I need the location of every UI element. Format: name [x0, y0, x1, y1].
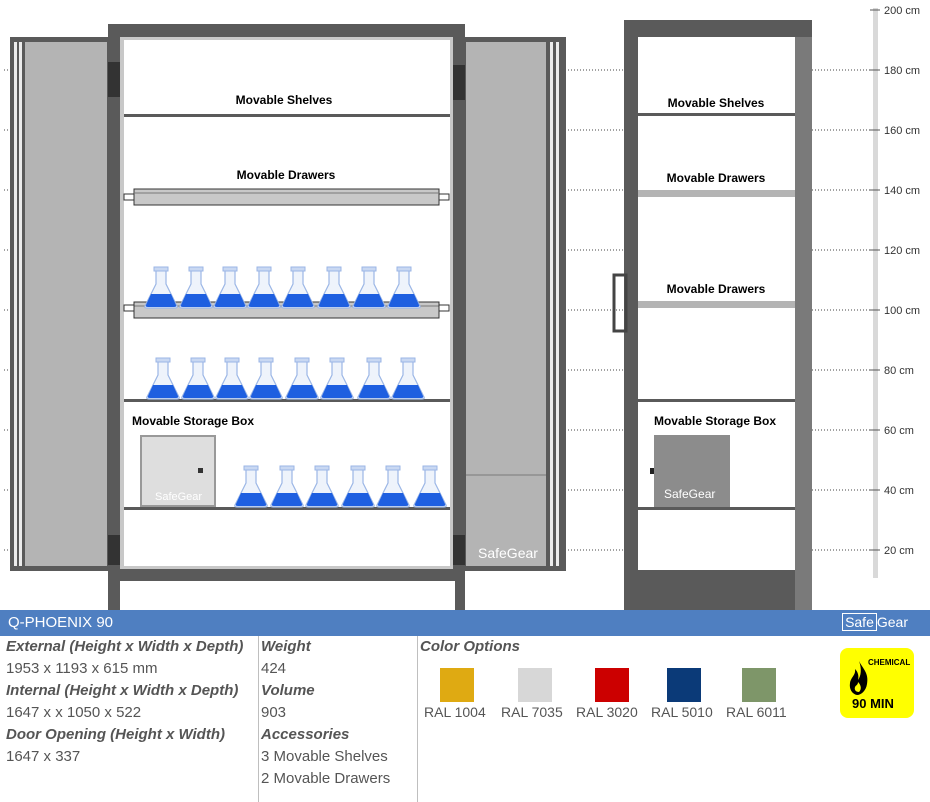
color-options-label: Color Options	[420, 638, 520, 655]
flask-icon	[249, 357, 283, 400]
flask-icon	[247, 266, 281, 309]
flask-icon	[146, 357, 180, 400]
specs-column: Weight 424 Volume 903 Accessories 3 Mova…	[261, 636, 416, 802]
flask-icon	[387, 266, 421, 309]
scale-tick-label: 80 cm	[884, 365, 914, 377]
weight-label: Weight	[261, 638, 311, 655]
flame-icon	[849, 661, 868, 695]
flask-icon	[413, 465, 447, 508]
flask-icon	[179, 266, 213, 309]
color-swatch-ral-6011	[742, 668, 776, 702]
right-storage-box: SafeGear	[650, 435, 730, 507]
scale-lines	[4, 69, 872, 551]
right-box-watermark: SafeGear	[664, 487, 715, 501]
flask-icon	[285, 357, 319, 400]
external-value: 1953 x 1193 x 615 mm	[6, 660, 158, 677]
color-name: RAL 6011	[726, 704, 787, 720]
label-left-storage-box: Movable Storage Box	[132, 414, 254, 428]
color-swatch-ral-3020	[595, 668, 629, 702]
flask-icon	[281, 266, 315, 309]
scale-tick-label: 180 cm	[884, 65, 920, 77]
scale-tick-label: 60 cm	[884, 425, 914, 437]
door-watermark: SafeGear	[478, 545, 538, 561]
flask-icon	[213, 266, 247, 309]
right-cabinet-handle	[612, 273, 628, 333]
flask-icon	[320, 357, 354, 400]
divider	[417, 636, 418, 802]
accessories-label: Accessories	[261, 726, 350, 743]
left-drawer-1	[123, 188, 450, 206]
label-right-drawers-2: Movable Drawers	[667, 282, 766, 296]
label-right-storage-box: Movable Storage Box	[654, 414, 776, 428]
right-drawer-2	[638, 301, 795, 308]
color-name: RAL 3020	[576, 704, 638, 720]
flask-icon	[341, 465, 375, 508]
color-options-column: Color Options	[420, 636, 620, 802]
left-box-watermark: SafeGear	[155, 491, 202, 503]
height-scale: 200 cm 180 cm 160 cm 140 cm 120 cm 100 cm 80 c…	[870, 5, 920, 578]
color-name: RAL 5010	[651, 704, 713, 720]
color-name: RAL 1004	[424, 704, 486, 720]
right-drawer-1	[638, 190, 795, 197]
flask-icon	[352, 266, 386, 309]
scale-tick-label: 200 cm	[884, 5, 920, 17]
scale-tick-label: 140 cm	[884, 185, 920, 197]
flask-icon	[305, 465, 339, 508]
label-left-drawers: Movable Drawers	[237, 168, 336, 182]
volume-value: 903	[261, 704, 287, 721]
color-swatch-ral-7035	[518, 668, 552, 702]
label-right-drawers-1: Movable Drawers	[667, 171, 766, 185]
door-opening-label: Door Opening (Height x Width)	[6, 726, 226, 743]
badge-bottom-text: 90 MIN	[852, 696, 894, 711]
color-swatch-ral-5010	[667, 668, 701, 702]
flask-icon	[270, 465, 304, 508]
door-opening-value: 1647 x 337	[6, 748, 81, 765]
model-name: Q-PHOENIX 90	[8, 614, 114, 631]
accessories-shelves: 3 Movable Shelves	[261, 748, 388, 765]
flask-icon	[181, 357, 215, 400]
cabinet-drawing: SafeGear SafeGear Movable Shelves Movabl…	[4, 5, 920, 610]
left-storage-box: SafeGear	[140, 435, 216, 507]
label-right-shelves: Movable Shelves	[668, 96, 765, 110]
fire-rating-badge: CHEMICAL 90 MIN	[840, 648, 914, 718]
left-cabinet: SafeGear SafeGear Movable Shelves Movabl…	[10, 24, 566, 610]
volume-label: Volume	[261, 682, 315, 699]
badge-top-text: CHEMICAL	[868, 658, 911, 667]
color-name: RAL 7035	[501, 704, 563, 720]
divider	[258, 636, 259, 802]
label-left-shelves: Movable Shelves	[236, 93, 333, 107]
flask-icon	[391, 357, 425, 400]
flask-icon	[317, 266, 351, 309]
color-swatch-ral-1004	[440, 668, 474, 702]
flask-icon	[234, 465, 268, 508]
right-cabinet: SafeGear Movable Shelves Movable Drawers…	[612, 20, 812, 610]
dimensions-column: External (Height x Width x Depth) 1953 x…	[6, 636, 256, 802]
flask-icon	[357, 357, 391, 400]
flask-group	[144, 266, 447, 508]
weight-value: 424	[261, 660, 287, 677]
external-label: External (Height x Width x Depth)	[6, 638, 244, 655]
scale-tick-label: 100 cm	[884, 305, 920, 317]
flask-icon	[144, 266, 178, 309]
accessories-drawers: 2 Movable Drawers	[261, 770, 391, 787]
scale-tick-label: 40 cm	[884, 485, 914, 497]
flask-icon	[376, 465, 410, 508]
scale-tick-label: 20 cm	[884, 545, 914, 557]
scale-tick-label: 120 cm	[884, 245, 920, 257]
internal-value: 1647 x x 1050 x 522	[6, 704, 142, 721]
scale-tick-label: 160 cm	[884, 125, 920, 137]
internal-label: Internal (Height x Width x Depth)	[6, 682, 239, 699]
flask-icon	[215, 357, 249, 400]
